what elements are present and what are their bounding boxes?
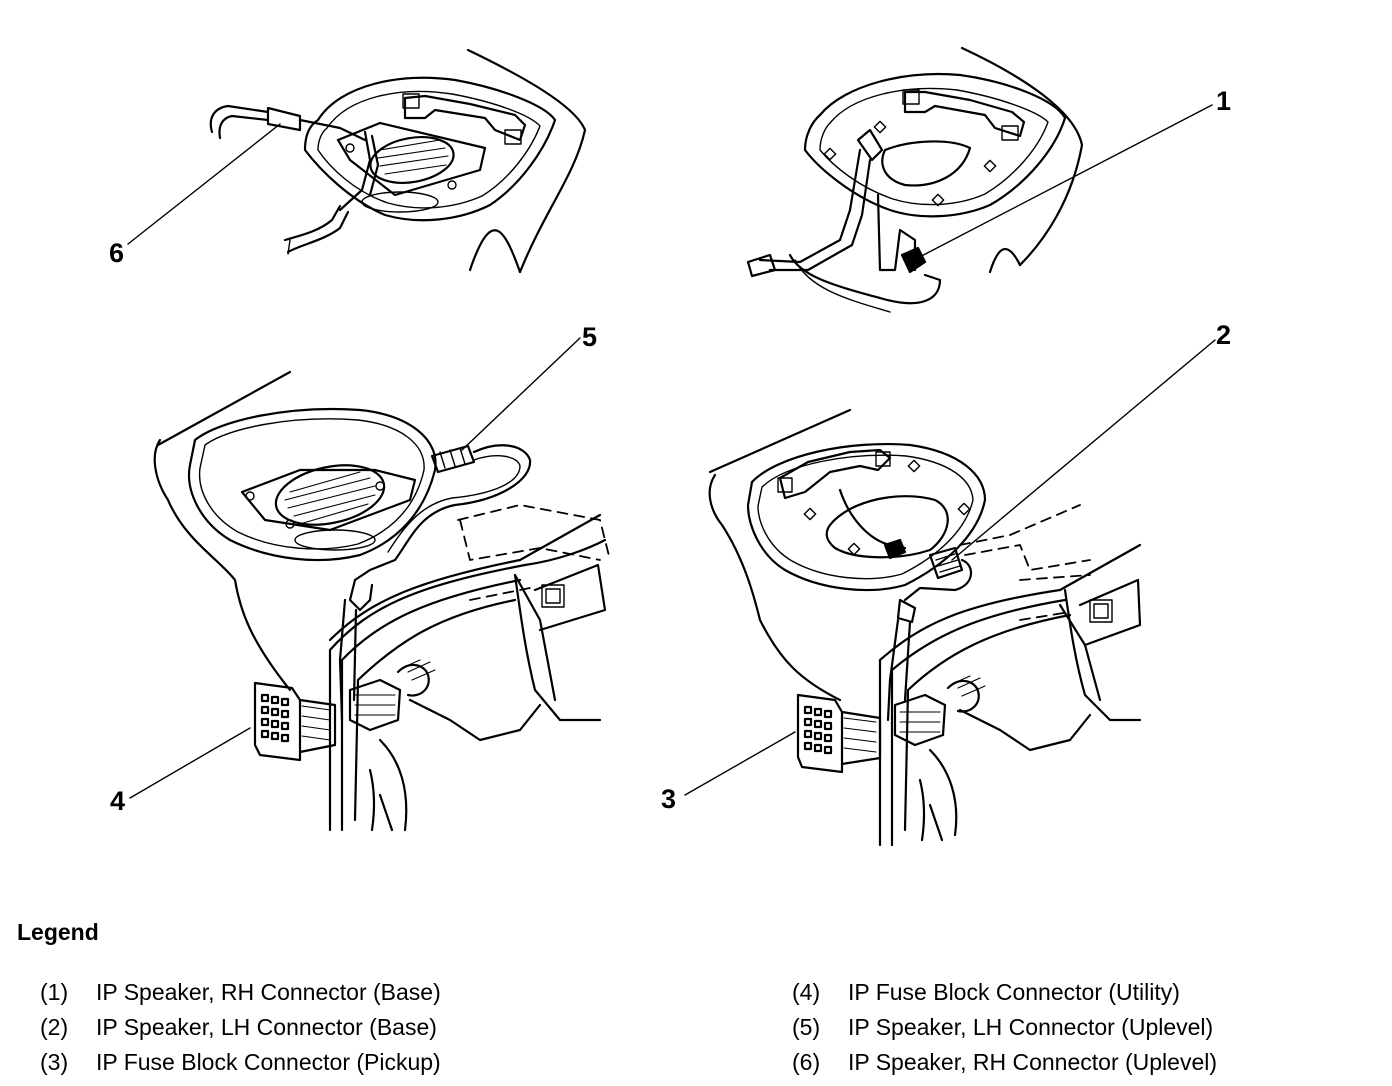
legend-item: (4) IP Fuse Block Connector (Utility) [792,975,1217,1010]
legend-item: (1) IP Speaker, RH Connector (Base) [40,975,441,1010]
speaker-connector-diagram: 1 2 3 4 5 6 [109,46,1231,847]
legend-item-text: IP Speaker, LH Connector (Base) [96,1014,437,1040]
legend-column-right: (4) IP Fuse Block Connector (Utility) (5… [792,975,1217,1080]
legend-item-text: IP Speaker, RH Connector (Base) [96,979,441,1005]
legend-item-text: IP Fuse Block Connector (Pickup) [96,1049,441,1075]
view-rh-speaker-uplevel [209,48,587,274]
legend-item-number: (5) [792,1014,821,1040]
callout-number-1: 1 [1216,86,1231,116]
legend-item-text: IP Speaker, LH Connector (Uplevel) [848,1014,1214,1040]
legend-column-left: (1) IP Speaker, RH Connector (Base) (2) … [40,975,441,1080]
view-lh-speaker-base [708,408,1142,847]
callout-leaders [127,104,1216,799]
legend-item-number: (4) [792,979,821,1005]
callout-number-5: 5 [582,322,597,352]
legend-item-number: (2) [40,1014,69,1040]
callout-number-4: 4 [110,786,125,816]
legend-title: Legend [17,919,99,945]
view-rh-speaker-base [746,46,1084,313]
legend-item: (2) IP Speaker, LH Connector (Base) [40,1010,441,1045]
legend-item: (5) IP Speaker, LH Connector (Uplevel) [792,1010,1217,1045]
legend-item-text: IP Fuse Block Connector (Utility) [848,979,1180,1005]
legend-item-text: IP Speaker, RH Connector (Uplevel) [848,1049,1218,1075]
legend-item-number: (3) [40,1049,69,1075]
legend-item: (3) IP Fuse Block Connector (Pickup) [40,1045,441,1080]
legend-item: (6) IP Speaker, RH Connector (Uplevel) [792,1045,1217,1080]
legend-item-number: (6) [792,1049,821,1075]
view-lh-speaker-uplevel [153,370,611,832]
callout-number-3: 3 [661,784,676,814]
callout-number-6: 6 [109,238,124,268]
legend-item-number: (1) [40,979,69,1005]
callout-number-2: 2 [1216,320,1231,350]
